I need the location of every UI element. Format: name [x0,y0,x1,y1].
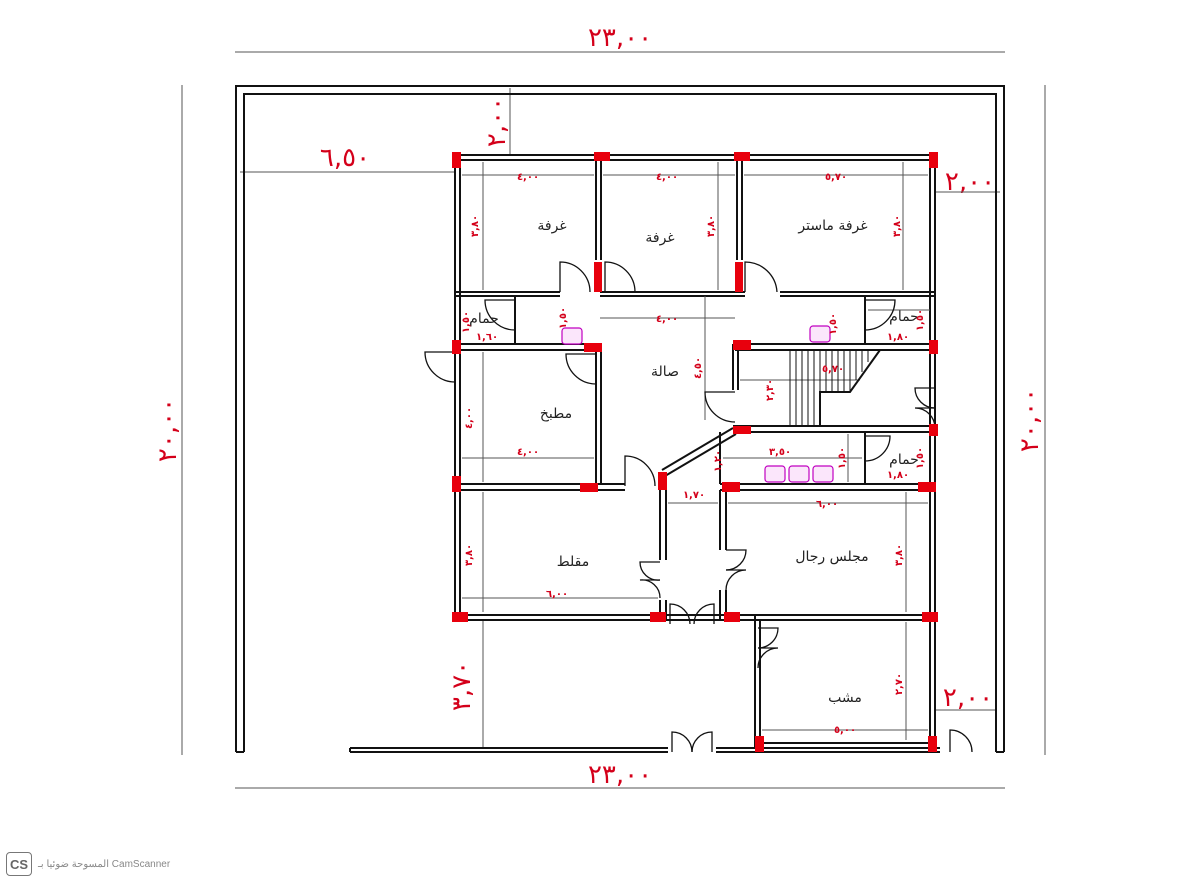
column [724,612,740,622]
column [452,476,461,492]
column [922,612,938,622]
room-label-bedroom-2: غرفة [645,230,674,246]
dim-men-majlis-width: ٦,٠٠ [816,499,838,510]
dim-stairs-width: ٥,٧٠ [822,364,844,375]
dim-stairs-depth: ٢,٣٠ [765,379,776,401]
column [452,612,468,622]
column [755,736,764,752]
sink-icon [812,465,834,483]
camscanner-watermark: CS المسوحة ضوئيا بـ CamScanner [6,852,170,876]
sink-icon [809,325,831,343]
dim-wash-width: ٣,٥٠ [769,447,791,458]
dim-maqlat-width: ٦,٠٠ [546,589,568,600]
sink-icon [561,327,583,345]
column [580,483,598,492]
column [918,482,936,492]
column [452,152,461,168]
column [594,262,602,292]
dim-front-yard: ٣,٧٠ [447,661,477,711]
dim-kitchen-width: ٤,٠٠ [517,447,539,458]
dim-wash-depth: ١,٥٠ [837,447,848,469]
room-label-maqlat: مقلط [557,554,590,570]
dim-top-width: ٢٣,٠٠ [588,23,652,53]
room-label-men-majlis: مجلس رجال [795,549,868,565]
dim-top-setback: ٢,٠٠ [482,97,512,147]
setback-lines [240,88,1000,748]
column [722,482,740,492]
column [929,152,938,168]
dim-master-width: ٥,٧٠ [825,172,847,183]
room-label-hall: صالة [651,364,679,380]
dim-bottom-right-setback: ٢,٠٠ [943,683,993,713]
dim-bath-right-depth: ١,٥٠ [915,309,926,331]
sink-fixtures [561,325,834,483]
camscanner-text: المسوحة ضوئيا بـ CamScanner [38,858,171,870]
dim-bottom-width: ٢٣,٠٠ [588,760,652,790]
dim-maqlat-depth: ٣,٨٠ [464,544,475,566]
dim-bath-lower-width: ١,٨٠ [887,470,909,481]
dim-bath-lower-depth: ١,٥٠ [915,447,926,469]
dim-master-depth: ٣,٨٠ [892,215,903,237]
column [734,152,750,161]
room-label-master-bedroom: غرفة ماستر [797,218,867,234]
room-label-kitchen: مطبخ [540,406,572,422]
column [733,340,751,350]
dim-entry-width: ١,٧٠ [683,490,705,501]
doors [424,261,973,753]
room-label-bath-left: حمام [469,311,499,327]
sink-icon [788,465,810,483]
dim-bedroom-2-width: ٤,٠٠ [656,172,678,183]
room-label-bath-right: حمام [889,309,919,325]
column [928,736,937,752]
dim-right-height: ٢٠,٠٠ [1015,388,1045,452]
structural-columns [452,152,938,752]
dim-kitchen-depth: ٤,٠٠ [464,407,475,429]
column [929,424,938,436]
column [658,472,667,490]
dim-bedroom-1-width: ٤,٠٠ [517,172,539,183]
dim-mashab-width: ٥,٠٠ [834,725,856,736]
room-label-mashab: مشب [828,690,862,706]
dim-left-setback: ٦,٥٠ [320,143,370,173]
column [735,262,743,292]
column [594,152,610,161]
room-label-bath-lower: حمام [889,452,919,468]
camscanner-logo: CS [6,852,32,876]
dim-bath-right-corridor: ١,٥٠ [828,313,839,335]
inner-dimension-lines [462,162,930,740]
column [929,340,938,354]
dim-mashab-depth: ٢,٧٠ [894,673,905,695]
dim-wash-left: ١,٢٠ [713,450,724,472]
dim-hall-corridor: ١,٥٠ [558,307,569,329]
overall-dimension-lines [181,51,1046,789]
dim-hall-width: ٤,٠٠ [656,314,678,325]
column [733,426,751,434]
dim-bath-left-depth: ١,٥٠ [461,311,472,333]
dim-bath-right-width: ١,٨٠ [887,332,909,343]
plot-boundary-wall [235,85,1005,753]
room-label-bedroom-1: غرفة [537,218,566,234]
dim-left-height: ٢٠,٠٠ [153,398,183,462]
dim-men-majlis-depth: ٣,٨٠ [894,544,905,566]
dim-hall-depth: ٤,٥٠ [693,357,704,379]
staircase [789,349,881,426]
dim-bath-left-width: ١,٦٠ [476,332,498,343]
sink-icon [764,465,786,483]
column [452,340,461,354]
dim-bedroom-1-depth: ٣,٨٠ [470,215,481,237]
column [584,343,602,352]
column [650,612,666,622]
dim-bedroom-2-depth: ٣,٨٠ [706,215,717,237]
